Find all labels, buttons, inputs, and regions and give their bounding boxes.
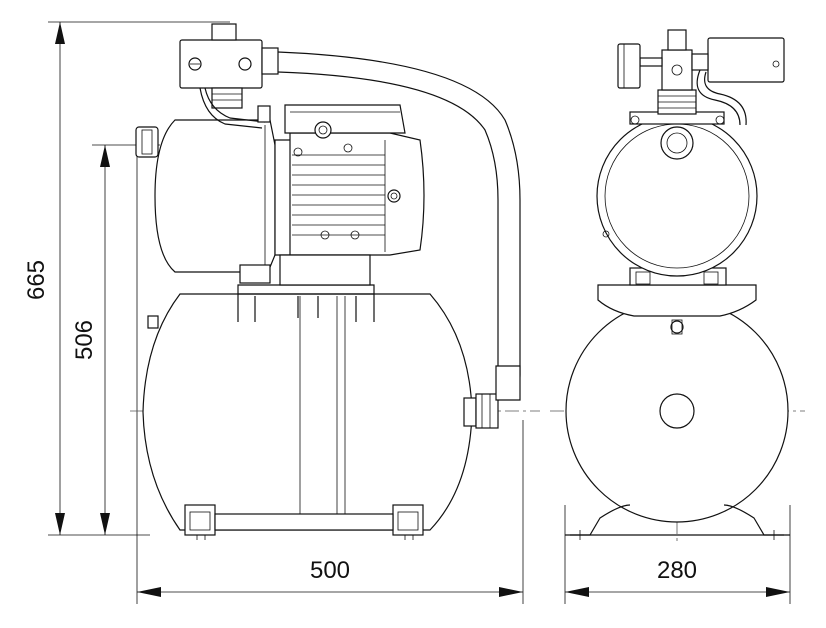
arrow-left-icon — [137, 587, 161, 597]
overall-height-label: 665 — [23, 260, 50, 300]
arrow-right-icon — [499, 587, 523, 597]
length-label: 500 — [310, 557, 350, 584]
side-view — [135, 23, 521, 540]
front-pump-casing — [596, 111, 758, 277]
dim-tank-height: 506 — [71, 144, 160, 535]
side-hose — [277, 51, 521, 401]
side-pump-casing — [135, 119, 276, 284]
tank-height-label: 506 — [71, 320, 98, 360]
arrow-left-icon — [565, 587, 589, 597]
side-pressure-switch — [179, 23, 279, 129]
arrow-down-icon — [100, 513, 110, 535]
arrow-down-icon — [55, 513, 65, 535]
dim-width: 280 — [564, 505, 791, 604]
front-view — [565, 29, 790, 540]
arrow-up-icon — [55, 22, 65, 44]
arrow-up-icon — [100, 145, 110, 167]
dim-overall-height: 665 — [23, 21, 230, 536]
side-tank — [142, 284, 499, 540]
front-top-fittings — [617, 29, 785, 126]
dim-length: 500 — [136, 150, 524, 604]
side-motor — [274, 104, 425, 286]
front-tank — [565, 299, 790, 540]
width-label: 280 — [657, 557, 697, 584]
arrow-right-icon — [766, 587, 790, 597]
